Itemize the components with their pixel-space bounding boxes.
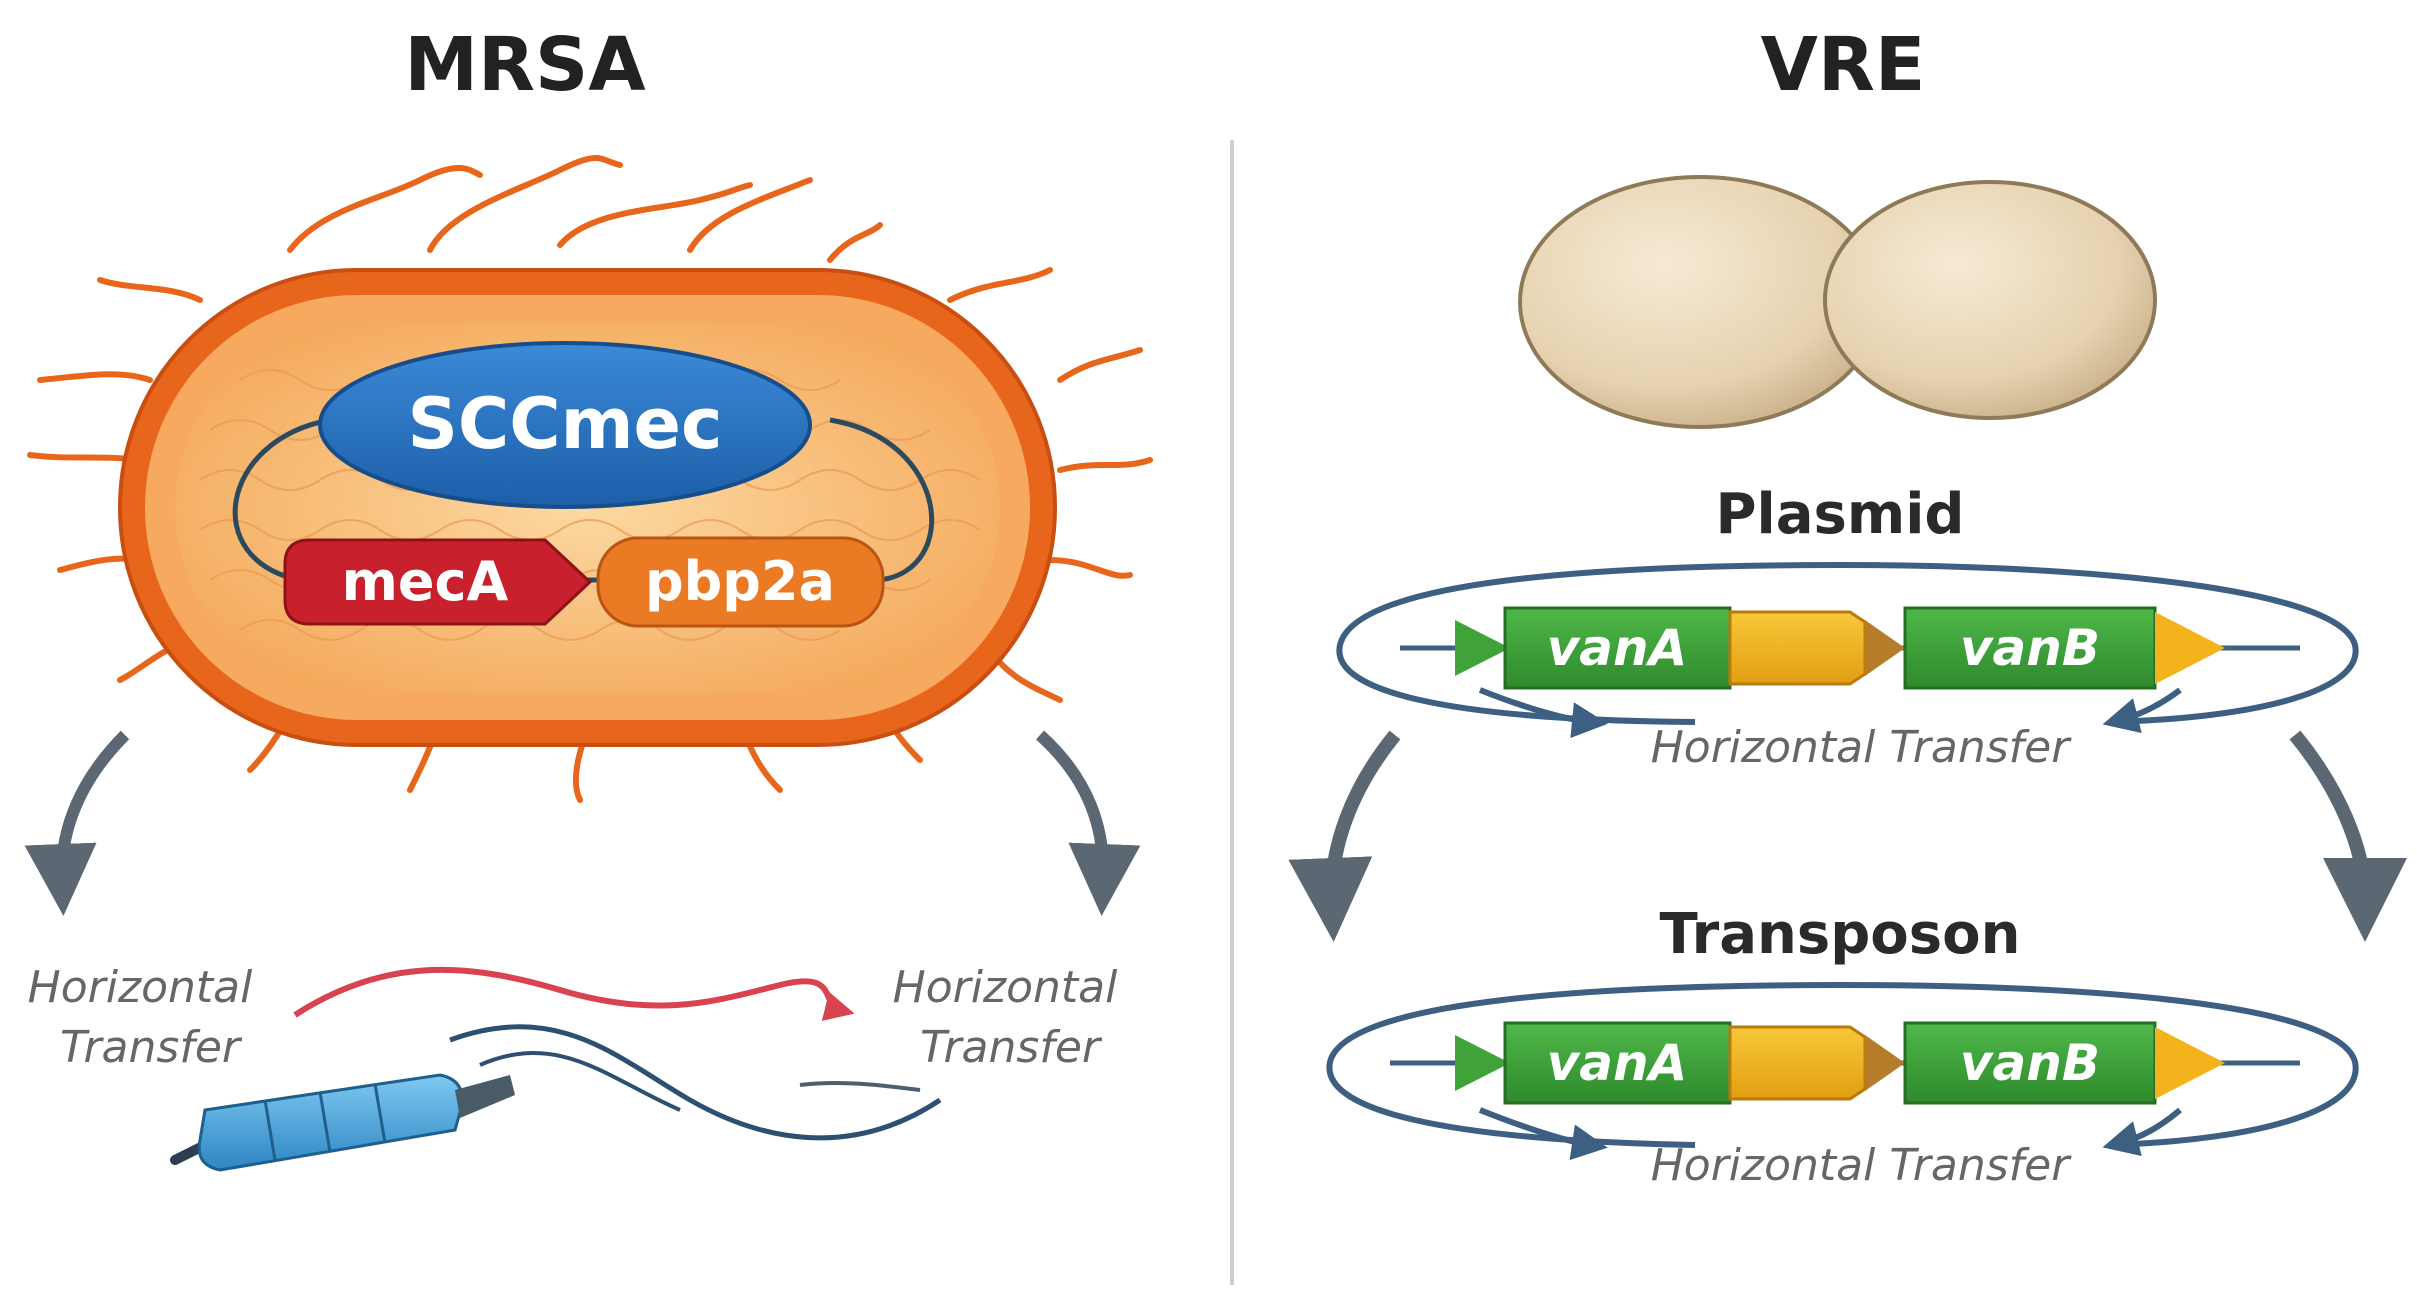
vre-curved-arrow-right — [2289, 730, 2407, 942]
curved-arrow-left — [24, 730, 130, 916]
plasmid-label: Plasmid — [1716, 482, 1965, 547]
vre-title: VRE — [1761, 22, 1926, 108]
phage-tube — [170, 1073, 515, 1172]
mrsa-transfer-left-1: Horizontal — [28, 962, 253, 1013]
mrsa-transfer-right-1: Horizontal — [893, 962, 1118, 1013]
curved-arrow-right — [1035, 730, 1141, 916]
vre-curved-arrow-left — [1288, 730, 1401, 942]
plasmid-transfer-label: Horizontal Transfer — [1651, 722, 2073, 773]
meca-gene: mecA — [283, 538, 593, 626]
mrsa-transfer-left-2: Transfer — [60, 1022, 243, 1073]
meca-label: mecA — [342, 550, 509, 613]
vre-panel: VRE Plasmid vanA vanB Horizontal Tra — [1288, 22, 2407, 1191]
pbp2a-label: pbp2a — [645, 550, 835, 613]
dna-strand-3 — [799, 1080, 921, 1092]
transposon-vana-label: vanA — [1547, 1034, 1688, 1092]
dna-strand-2 — [479, 1051, 681, 1112]
plasmid-construct: vanA vanB — [1336, 561, 2359, 739]
transfer-arrow-red — [293, 966, 855, 1021]
transposon-transfer-label: Horizontal Transfer — [1651, 1140, 2073, 1191]
dna-strand-1 — [449, 1024, 942, 1141]
plasmid-vanb-label: vanB — [1960, 619, 2100, 677]
pbp2a-gene: pbp2a — [596, 536, 885, 628]
plasmid-vana-label: vanA — [1547, 619, 1688, 677]
transposon-vanb-label: vanB — [1960, 1034, 2100, 1092]
sccmec-cassette — [318, 341, 812, 509]
transposon-label: Transposon — [1660, 902, 2021, 967]
mrsa-panel: MRSA — [24, 22, 1153, 1172]
sccmec-label: SCCmec — [407, 383, 722, 465]
mrsa-title: MRSA — [404, 22, 645, 108]
diplococcus — [1518, 175, 2157, 429]
mrsa-transfer-right-2: Transfer — [920, 1022, 1103, 1073]
transposon-construct: vanA vanB — [1326, 981, 2359, 1161]
